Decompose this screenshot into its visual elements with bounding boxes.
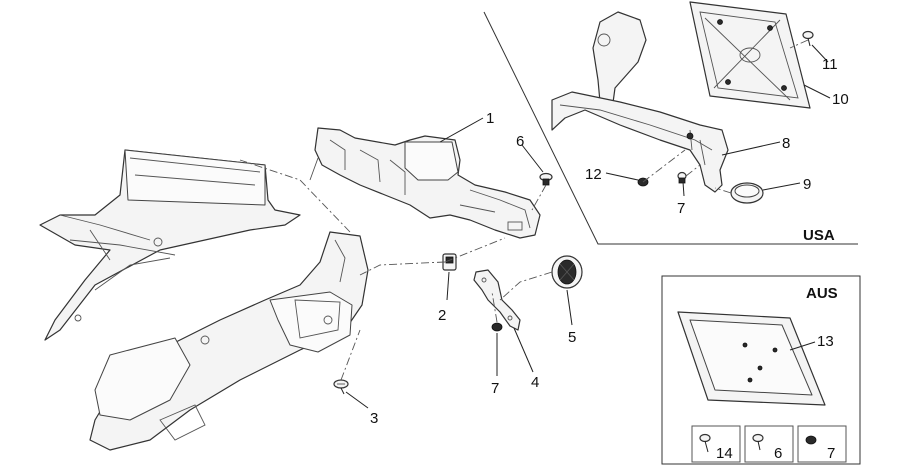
callout-6: 6: [516, 133, 524, 150]
part-1-plate-holder: [309, 127, 541, 239]
part-8-usa-bracket: [551, 11, 729, 193]
callout-13: 13: [817, 333, 834, 350]
part-3-screw: [333, 379, 349, 395]
callout-3: 3: [370, 410, 378, 427]
part-9-reflector: [730, 182, 764, 204]
aus-hardware-box-6: [744, 425, 794, 463]
aus-hardware-box-7: [797, 425, 847, 463]
part-7-nut-usa: [677, 171, 687, 184]
aus-region-label: AUS: [806, 285, 838, 302]
part-5-license-light: [551, 255, 583, 289]
callout-2: 2: [438, 307, 446, 324]
rear-lower-cover: [89, 231, 369, 451]
callout-12: 12: [585, 166, 602, 183]
callout-7: 7: [491, 380, 499, 397]
part-4-light-bracket: [473, 269, 521, 331]
callout-9: 9: [803, 176, 811, 193]
assembly-axis-lines: [239, 39, 809, 381]
aus-region-box: [661, 275, 861, 465]
usa-region-label: USA: [803, 227, 835, 244]
part-6-screw: [539, 172, 553, 186]
part-10-usa-plate: [689, 1, 811, 109]
leader-lines: [345, 44, 831, 409]
callout-8: 8: [782, 135, 790, 152]
rear-fender-tray: [39, 149, 301, 341]
part-11-screw: [802, 30, 814, 47]
callout-7-aus: 7: [827, 445, 835, 462]
part-13-aus-plate: [677, 311, 826, 406]
aus-hardware-box-14: [691, 425, 741, 463]
part-7-nut: [491, 322, 503, 332]
callout-7-usa: 7: [677, 200, 685, 217]
usa-region-divider: [483, 11, 858, 245]
callout-11: 11: [822, 56, 838, 73]
callout-6-aus: 6: [774, 445, 782, 462]
callout-14: 14: [716, 445, 733, 462]
callout-5: 5: [568, 329, 576, 346]
callout-4: 4: [531, 374, 539, 391]
callout-10: 10: [832, 91, 849, 108]
callout-1: 1: [486, 110, 494, 127]
